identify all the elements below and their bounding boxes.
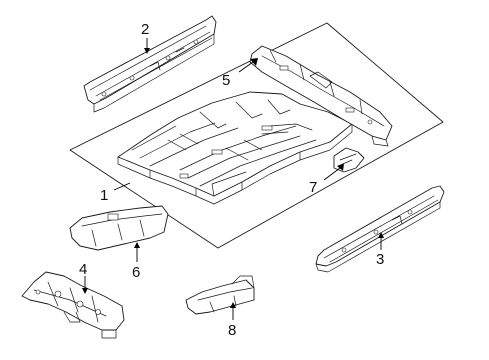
- part-6-bracket: [69, 205, 169, 251]
- arrow-3-icon: [378, 232, 384, 238]
- part-3-rail: [315, 185, 445, 273]
- callout-leaders: [82, 38, 384, 320]
- leader-1: [113, 182, 131, 191]
- callout-2: 2: [141, 21, 149, 38]
- arrow-7-icon: [337, 164, 344, 171]
- leader-7: [323, 167, 341, 181]
- leader-5: [238, 61, 254, 73]
- part-2-rail: [83, 15, 217, 113]
- part-8-bracket: [185, 275, 255, 315]
- callout-1: 1: [100, 187, 108, 204]
- floor-pan-body: [117, 91, 353, 205]
- part-4-crossmember: [21, 271, 125, 339]
- arrow-4-icon: [82, 288, 88, 294]
- arrow-5-icon: [250, 58, 258, 66]
- callout-5: 5: [222, 72, 230, 89]
- part-1-floor-pan: [69, 22, 444, 249]
- callout-6: 6: [132, 264, 140, 281]
- callout-labels: 1 2 3 4 5 6 7 8: [79, 21, 384, 339]
- callout-7: 7: [309, 179, 317, 196]
- arrow-2-icon: [144, 48, 150, 54]
- arrow-8-icon: [230, 302, 236, 308]
- callout-3: 3: [376, 251, 384, 268]
- callout-8: 8: [228, 322, 236, 339]
- callout-4: 4: [79, 261, 87, 278]
- arrow-6-icon: [134, 242, 140, 248]
- part-5-crossmember: [249, 45, 393, 147]
